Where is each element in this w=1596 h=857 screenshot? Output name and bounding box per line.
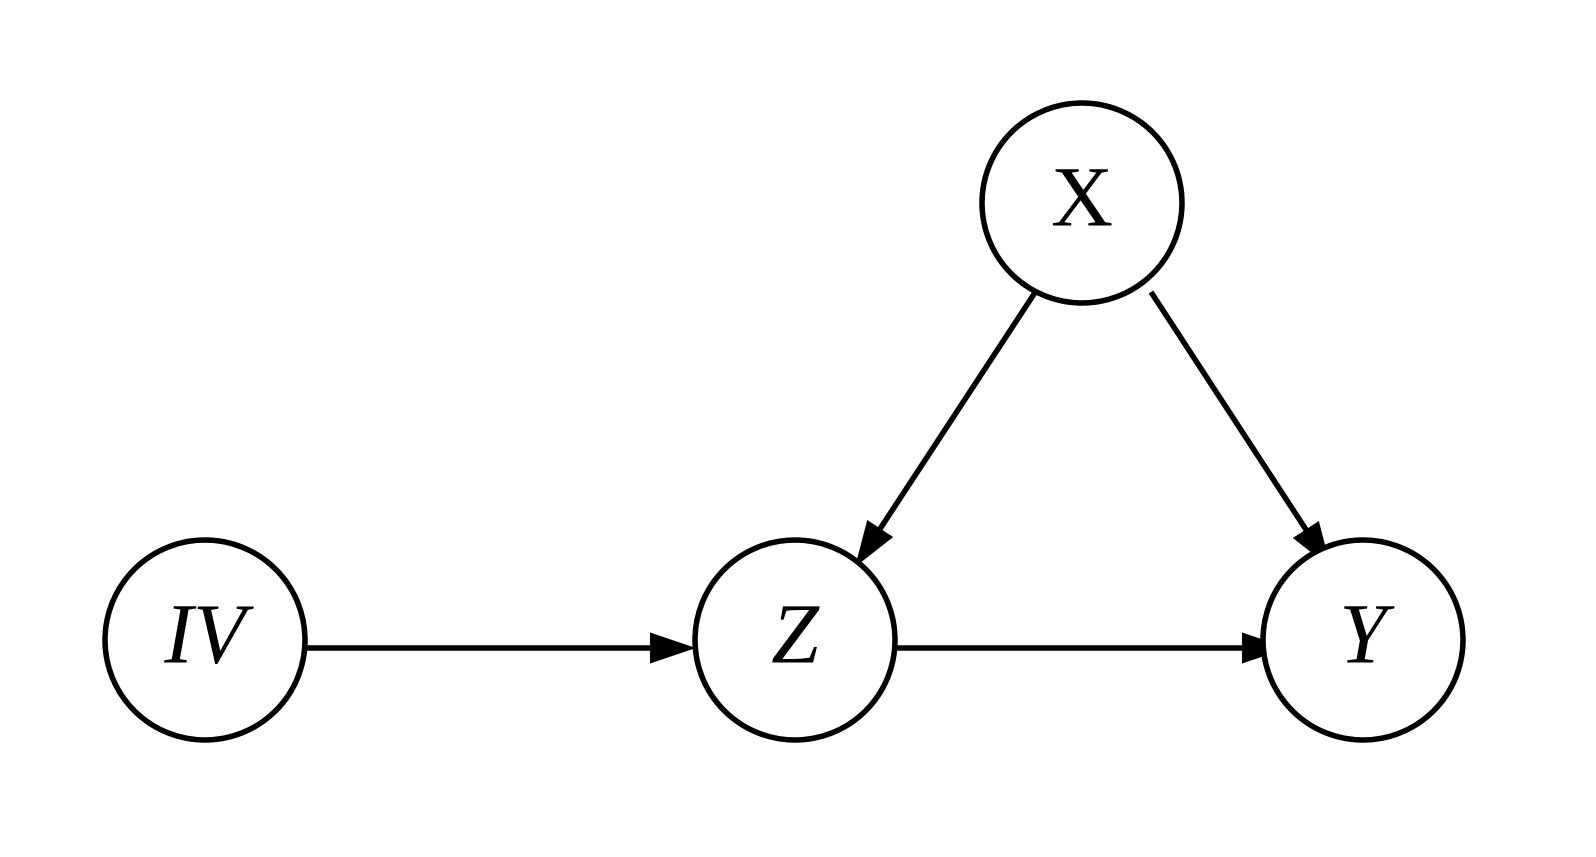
node-x[interactable]: X — [979, 100, 1185, 306]
edge-iv-to-z[interactable] — [306, 632, 696, 664]
node-z-circle — [692, 537, 898, 743]
edge-x-to-y-line — [1148, 290, 1310, 533]
node-x-label: X — [1051, 149, 1113, 245]
node-group: IV Z X Y — [102, 100, 1466, 743]
node-z[interactable]: Z — [692, 537, 898, 743]
node-iv-label: IV — [163, 586, 254, 682]
node-x-circle — [979, 100, 1185, 306]
edge-z-to-y[interactable] — [896, 632, 1288, 664]
node-y-circle — [1260, 537, 1466, 743]
edge-x-to-z-line — [876, 289, 1039, 532]
edge-iv-to-z-arrowhead — [650, 632, 696, 664]
node-iv-circle — [102, 537, 308, 743]
node-iv[interactable]: IV — [102, 537, 308, 743]
edge-x-to-z[interactable] — [855, 289, 1039, 567]
edge-x-to-y[interactable] — [1148, 290, 1331, 568]
node-y[interactable]: Y — [1260, 537, 1466, 743]
node-z-label: Z — [771, 586, 820, 682]
edge-x-to-z-arrowhead — [855, 520, 894, 567]
node-y-label: Y — [1339, 586, 1395, 682]
